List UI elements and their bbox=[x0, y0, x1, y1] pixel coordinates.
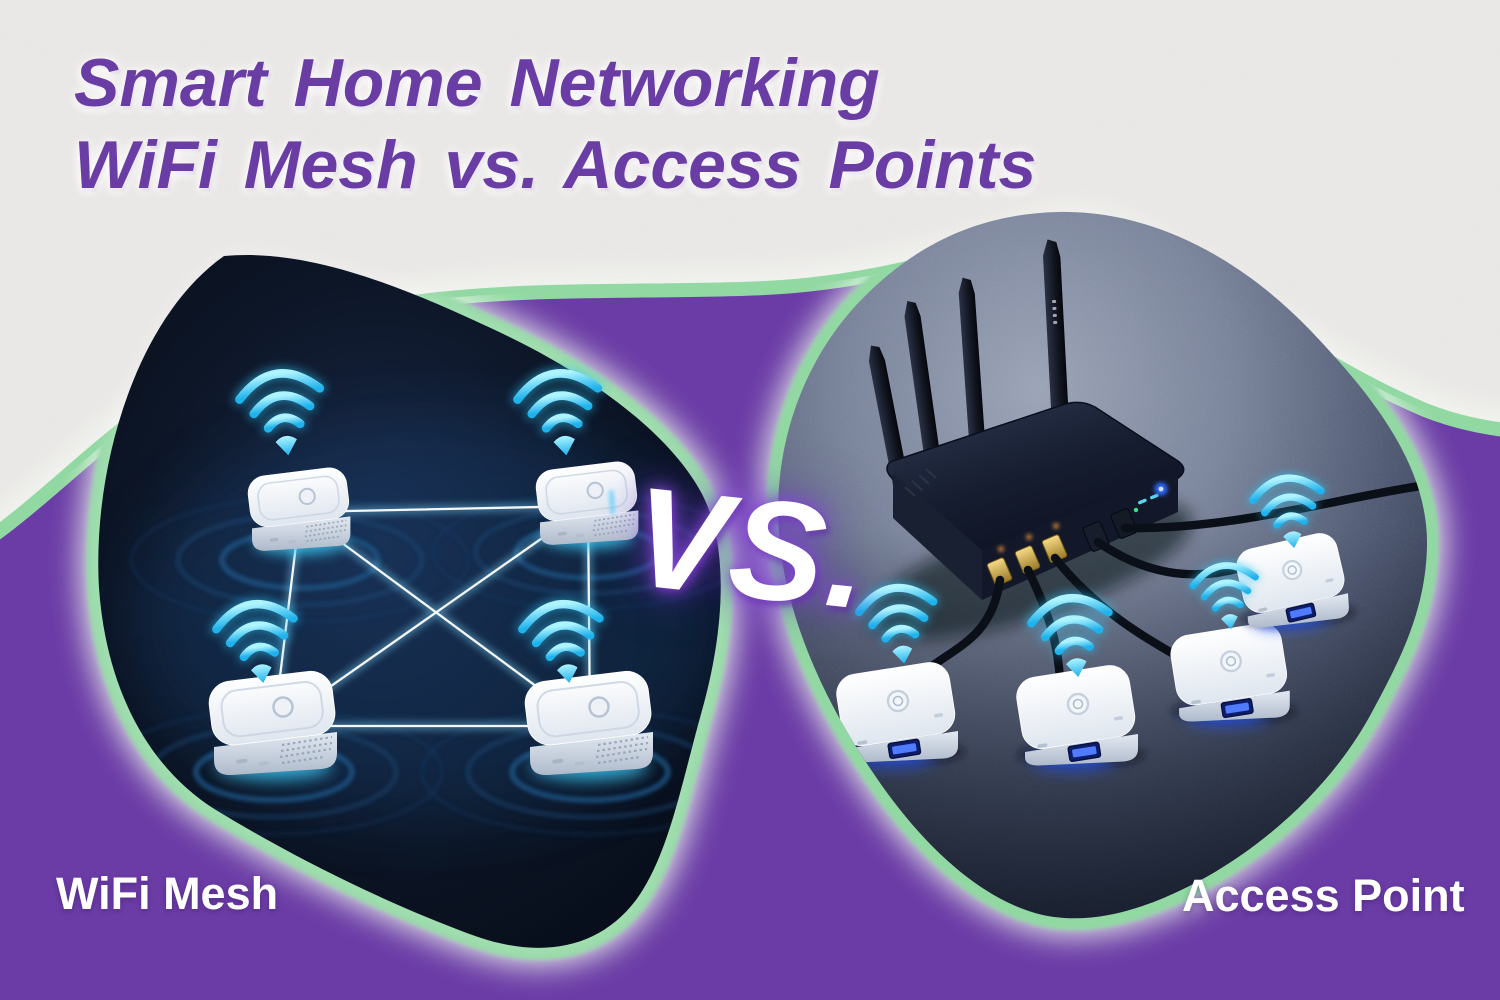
status-led bbox=[609, 490, 615, 514]
mesh-node-device bbox=[207, 669, 338, 780]
router-vents bbox=[904, 468, 937, 497]
ethernet-cable bbox=[1093, 537, 1248, 579]
mesh-node-device bbox=[534, 460, 639, 549]
antenna-brand-marks bbox=[1052, 299, 1058, 325]
ethernet-cable bbox=[1120, 481, 1425, 533]
ethernet-cable bbox=[923, 575, 1005, 674]
access-point-device bbox=[1168, 621, 1297, 725]
wifi-mesh-label: WiFi Mesh bbox=[56, 868, 279, 919]
page-title-line1: Smart Home Networking bbox=[74, 45, 880, 121]
wifi-mesh-scene bbox=[98, 255, 758, 948]
mesh-node-device bbox=[523, 669, 654, 780]
ethernet-cable bbox=[1050, 553, 1182, 661]
versus-text: VS. bbox=[625, 456, 879, 640]
access-point-device bbox=[1014, 663, 1145, 769]
access-point-label: Access Point bbox=[1182, 870, 1465, 921]
mesh-node-device bbox=[246, 466, 351, 555]
router-left-face bbox=[893, 473, 982, 600]
router-status-leds bbox=[1133, 482, 1168, 513]
page-title-line2: WiFi Mesh vs. Access Points bbox=[74, 127, 1037, 203]
